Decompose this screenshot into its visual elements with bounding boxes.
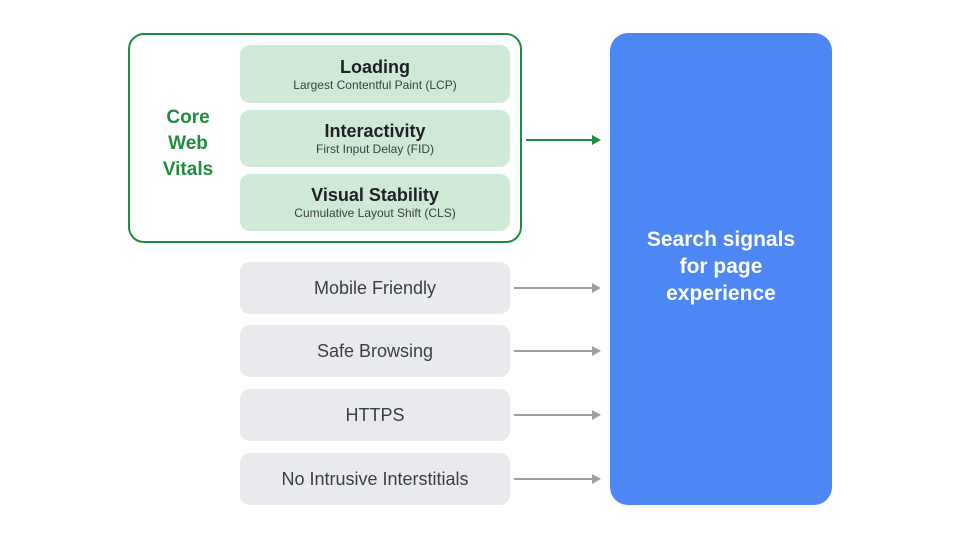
signal-label: HTTPS [345,404,405,425]
signal-box-https: HTTPS [240,389,510,441]
core-web-vitals-label: Core Web Vitals [162,107,214,180]
vital-title: Loading [340,56,410,77]
vital-title: Interactivity [324,121,426,141]
vital-title: Visual Stability [311,185,439,205]
signal-box-no-intrusive-interstitials: No Intrusive Interstitials [240,453,510,505]
vital-subtitle: Largest Contentful Paint (LCP) [293,77,457,92]
signal-label: Mobile Friendly [313,277,437,298]
vital-subtitle: Cumulative Layout Shift (CLS) [294,206,456,220]
arrow-no-intrusive-interstitials [514,474,601,484]
vital-subtitle: First Input Delay (FID) [315,142,435,156]
signal-label: No Intrusive Interstitials [281,468,469,489]
signal-box-mobile-friendly: Mobile Friendly [240,262,510,314]
arrow-safe-browsing [514,346,601,356]
vital-box-loading: Loading Largest Contentful Paint (LCP) [240,45,510,103]
signal-box-safe-browsing: Safe Browsing [240,325,510,377]
arrow-https [514,410,601,420]
vital-box-visual-stability: Visual Stability Cumulative Layout Shift… [240,174,510,231]
signal-label: Safe Browsing [316,340,434,361]
arrow-mobile-friendly [514,283,601,293]
search-signals-label: Search signals for page experience [646,227,796,305]
vital-box-interactivity: Interactivity First Input Delay (FID) [240,110,510,167]
search-signals-result-box: Search signals for page experience [610,33,832,505]
arrow-core-web-vitals [526,135,601,145]
